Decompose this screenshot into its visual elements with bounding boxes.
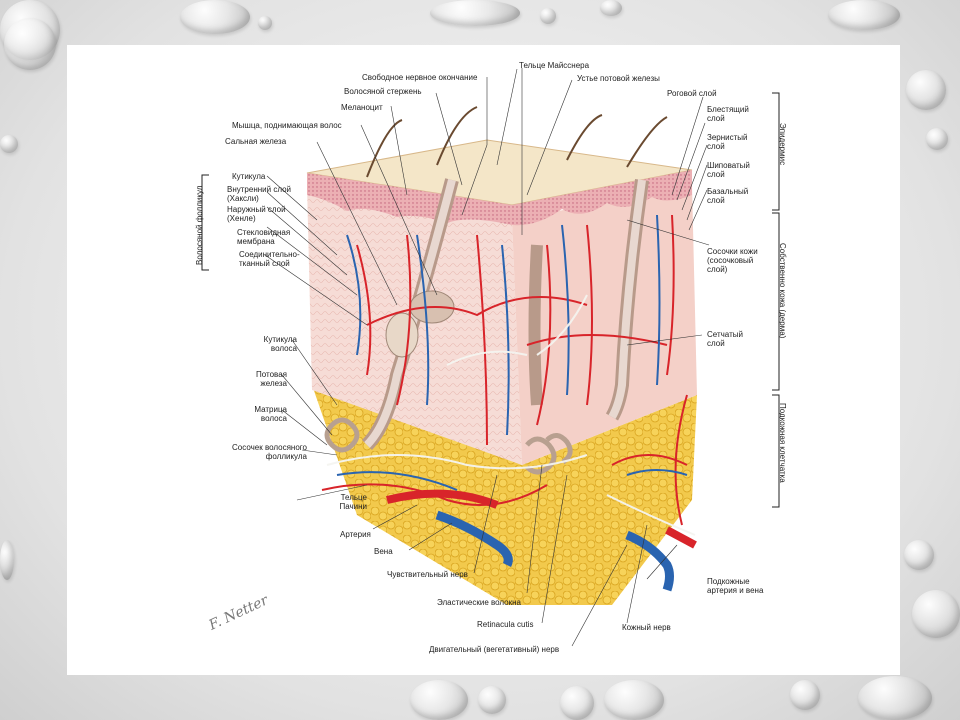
water-drop <box>258 16 272 30</box>
water-drop <box>600 0 622 16</box>
water-drop <box>0 540 14 580</box>
veins <box>336 214 688 491</box>
label-kutikula: Кутикула <box>232 172 266 181</box>
sebaceous-gland <box>385 312 419 358</box>
water-drop <box>790 680 820 710</box>
label-sosochek-follikula: Сосочек волосяного фолликула <box>232 443 307 461</box>
section-epidermis: Эпидермис <box>778 123 787 166</box>
label-volosyanoy-sterzhen: Волосяной стержень <box>344 87 422 96</box>
water-drop <box>604 680 664 720</box>
water-drop <box>560 686 594 720</box>
water-drop <box>926 128 948 150</box>
label-setchaty: Сетчатый слой <box>707 330 743 348</box>
large-artery <box>386 489 499 509</box>
hair-follicle <box>608 179 646 420</box>
label-dvigatelny: Двигательный (вегетативный) нерв <box>429 645 560 654</box>
section-volosyanoy-follikul: Волосяной фолликул <box>195 185 204 265</box>
label-arteriya: Артерия <box>340 530 371 539</box>
hair-shaft <box>366 119 403 178</box>
section-sobstvenno-kozha: Собственно кожа (дерма) <box>778 243 787 339</box>
label-ustie-potovoy: Устье потовой железы <box>577 74 660 83</box>
label-naruzhny-sloy: Наружный слой (Хенле) <box>227 205 286 223</box>
leader-lines <box>264 68 710 647</box>
nerves <box>326 294 696 536</box>
label-shipovaty: Шиповатый слой <box>707 161 750 179</box>
label-sosochki-kozhi: Сосочки кожи (сосочковый слой) <box>707 247 758 274</box>
water-drop <box>0 135 18 153</box>
water-drop <box>410 680 468 720</box>
water-drop <box>478 686 506 714</box>
label-bazalny: Базальный слой <box>707 187 749 205</box>
label-chuvstvitelny-nerv: Чувствительный нерв <box>387 570 468 579</box>
label-potovaya: Потовая железа <box>256 370 287 388</box>
label-zernisty: Зернистый слой <box>707 133 748 151</box>
arteries <box>321 214 688 526</box>
label-retinacula: Retinacula cutis <box>477 620 534 629</box>
water-drop <box>912 590 960 638</box>
label-podkozhnye: Подкожные артерия и вена <box>707 577 764 595</box>
label-blestyashchiy: Блестящий слой <box>707 105 749 123</box>
water-drop <box>540 8 556 24</box>
label-steklovidnaya: Стекловидная мембрана <box>237 228 291 246</box>
label-melanocit: Меланоцит <box>341 103 383 112</box>
label-vena: Вена <box>374 547 393 556</box>
dermis-right-face <box>512 185 697 465</box>
label-matrica: Матрица волоса <box>254 405 287 423</box>
epidermis-left-edge <box>307 173 512 225</box>
label-rogovoy: Роговой слой <box>667 89 717 98</box>
section-brackets <box>201 92 780 508</box>
label-salnaya: Сальная железа <box>225 137 287 146</box>
large-vein <box>435 510 513 568</box>
label-telce-pachini: Тельце Пачини <box>339 493 367 511</box>
section-podkozhnaya: Подкожная клетчатка <box>778 403 787 483</box>
hair-shaft <box>436 106 478 166</box>
skin-illustration <box>201 68 780 647</box>
label-kutikula-volosa: Кутикула волоса <box>263 335 297 353</box>
water-drop <box>430 0 520 26</box>
label-myshca: Мышца, поднимающая волос <box>232 121 342 130</box>
water-drop <box>828 0 900 30</box>
water-drop <box>4 18 56 70</box>
water-drop <box>180 0 250 34</box>
label-vnutrenniy-sloy: Внутренний слой (Хаксли) <box>227 185 291 203</box>
water-drop <box>906 70 946 110</box>
water-drop <box>904 540 934 570</box>
hair-shaft <box>566 114 603 161</box>
label-soedinitelnotkanny: Соединительно- тканный слой <box>239 250 300 268</box>
label-svobodnoe-okonchanie: Свободное нервное окончание <box>362 73 478 82</box>
label-elasticheskie: Эластические волокна <box>437 598 521 607</box>
water-drop <box>858 676 932 720</box>
label-telce-meissnera: Тельце Майсснера <box>519 61 590 70</box>
hair-follicle <box>528 244 543 406</box>
hair-shaft <box>626 116 668 168</box>
large-artery <box>665 526 697 549</box>
sweat-gland <box>324 417 573 475</box>
large-vein <box>625 530 674 592</box>
fat-block <box>527 515 612 605</box>
slide-panel: Тельце Майсснера Свободное нервное оконч… <box>67 45 900 675</box>
label-kozhny-nerv: Кожный нерв <box>622 623 671 632</box>
